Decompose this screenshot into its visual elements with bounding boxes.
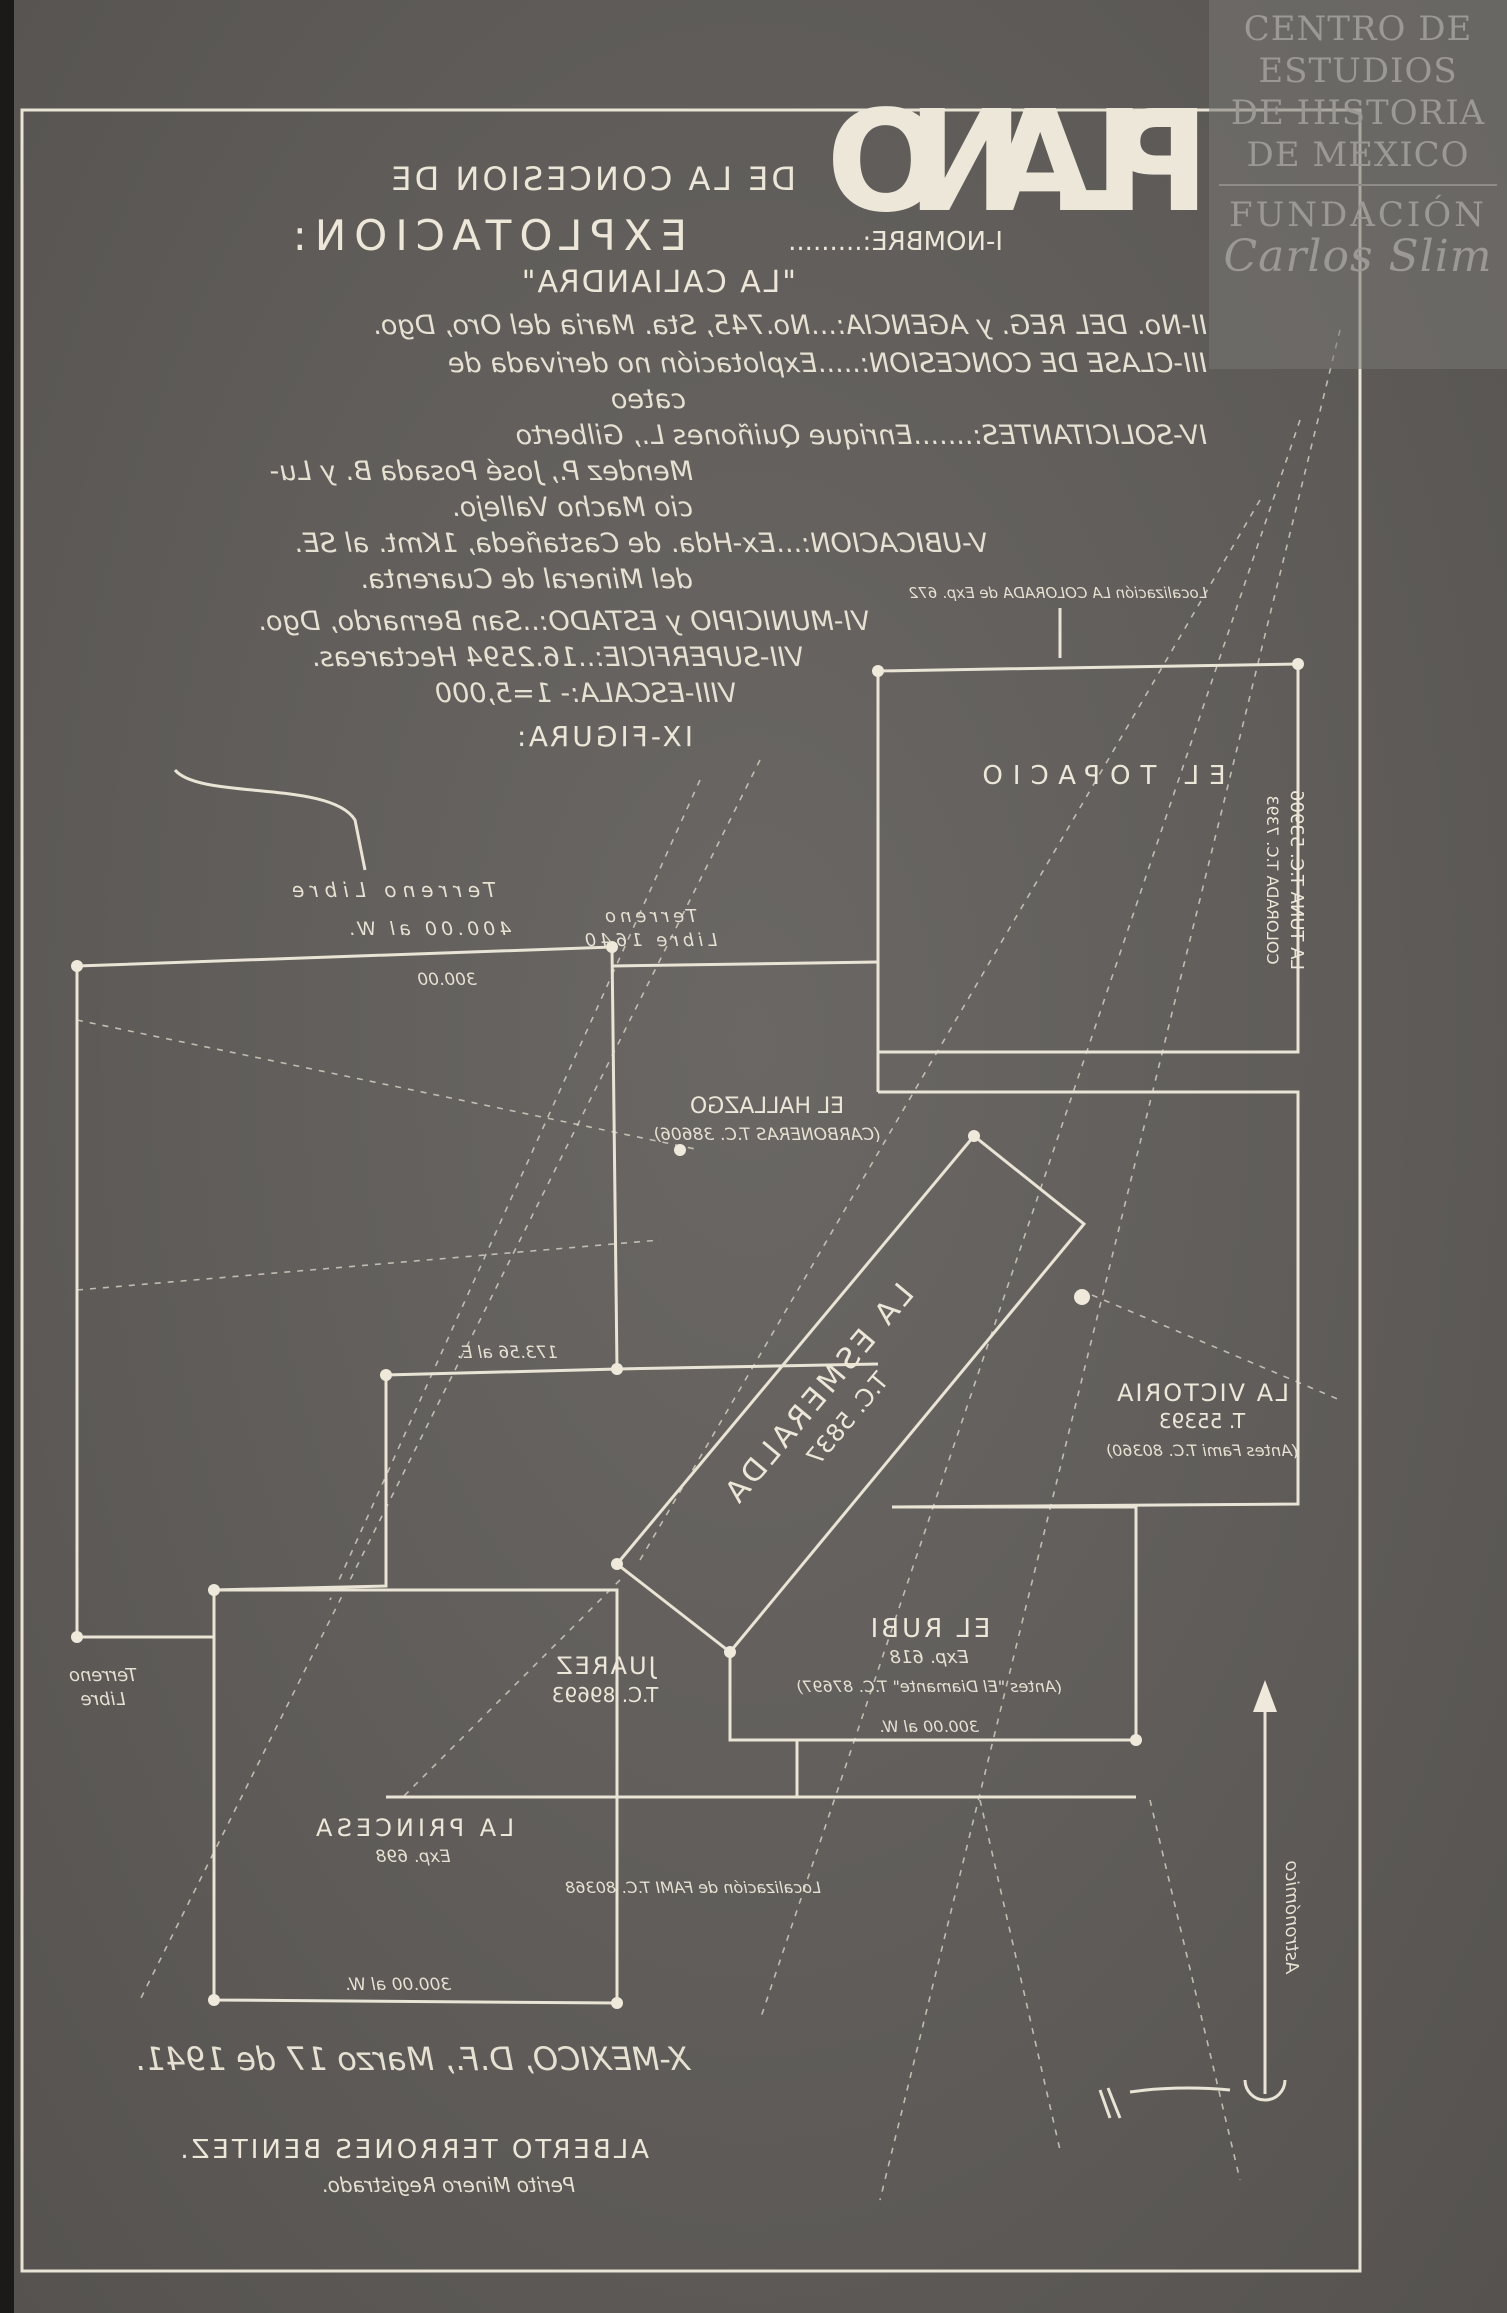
parcel-sub2-victoria: (Antes Fami T.C. 80360) [1106,1441,1298,1460]
corner-point [611,1558,623,1570]
terreno-libre-label: Terreno [69,1665,137,1686]
item-registro: II-No. DEL REG. y AGENCIA:...No.745, Sta… [372,310,1207,341]
terreno-libre-label: Terreno [601,906,697,927]
watermark-signature: Carlos Slim [1223,231,1493,282]
surveyor-name: ALBERTO TERRONES BENITEZ. [177,2135,649,2165]
parcel-sub-rubi: Exp. 618 [889,1647,968,1668]
dimension-label: 300.00 [417,970,476,990]
watermark-line: DE MEXICO [1246,135,1470,175]
item-nombre-value: "LA CALIANDRA" [520,265,796,300]
watermark-line: DE HISTORIA [1230,93,1486,133]
parcel-sub2-rubi: (Antes "El Diamante" T.C. 87697) [796,1677,1062,1696]
parcel-label-topacio: EL TOPACIO [972,761,1225,791]
survey-line [1149,1799,1241,2181]
north-label: Astronómico [1281,1860,1302,1974]
item-nombre: I-NOMBRE:......... [788,227,1003,257]
item-clase-cont: cateo [611,384,686,415]
parcel-la-caliandra [75,945,619,1639]
parcel-label-colorada: COLORADA T.C. 7393 [1263,795,1282,964]
corner-points [71,658,1304,2009]
survey-line [879,329,1341,2201]
localizacion-colorada-label: Localización LA COLORADA de Exp. 672 [909,584,1207,602]
survey-line [76,1239,661,1291]
corner-point [208,1584,220,1596]
corner-point [380,1369,392,1381]
parcel-el-topacio [876,662,1300,1054]
parcel-boundaries [75,662,1300,2005]
corner-point [71,1631,83,1643]
mirrored-lettering: PLANO DE LA CONCESION DE EXPLOTACION: I-… [69,81,1307,2197]
terreno-libre-label: Libre [81,1689,126,1710]
item-ubicacion: V-UBICACION:...Ex-Hda. de Castañeda, 1Km… [294,528,988,559]
survey-line [759,419,1301,2021]
item-solicitantes-cont: Mendez P., José Posada B. y Lu- [270,456,693,487]
boundary-line [611,960,879,968]
dimension-label: 400.00 al W. [345,918,512,940]
parcel-label-hallazgo: EL HALLAZGO [690,1094,844,1119]
parcel-sub-juarez: T.C. 89693 [552,1683,660,1707]
localizacion-fami-label: Localización de FAMI T.C. 80368 [565,1878,821,1897]
watermark-line: CENTRO DE [1243,9,1473,49]
watermark-line: FUNDACIÓN [1229,195,1487,235]
north-arrow [1243,1680,1287,2102]
item-ubicacion-cont: del Mineral de Cuarenta. [360,564,693,595]
dimension-label: 173.56 al E. [456,1343,558,1363]
plan-subtitle: DE LA CONCESION DE [388,160,796,198]
corner-point [1130,1734,1142,1746]
parcel-label-juarez: JUAREZ [554,1652,657,1680]
parcel-la-esmeralda [614,1133,1087,1655]
dimension-label: 300.00 al W. [879,1717,979,1736]
plan-title: PLANO [826,81,1210,244]
paper-edge [0,0,14,2313]
pointer-arrow [173,768,367,871]
survey-line [639,499,1261,1561]
corner-point [71,960,83,972]
item-superficie: VII-SUPERFICIE:..16.2594 Hectareas. [311,642,804,673]
parcel-label-victoria: LA VICTORIA [1115,1379,1289,1407]
corner-point [724,1646,736,1658]
item-solicitantes-cont-2: cio Macho Vallejo. [451,492,693,523]
parcel-sub-hallazgo: (CARBONERAS T.C. 38606) [653,1125,880,1145]
terreno-libre-label: Libre 1640 [581,930,717,951]
item-solicitantes: IV-SOLICITANTES:.......Enrique Quiñones … [516,420,1207,451]
place-date: X-MEXICO, D.F., Marzo 17 de 1941. [135,2040,693,2078]
boundary-line [616,1362,879,1371]
item-clase: III-CLASE DE CONCESION:.....Explotación … [448,348,1207,379]
watermark-line: ESTUDIOS [1258,51,1458,91]
parcel-sub-victoria: T. 55393 [1159,1409,1246,1433]
sheet-border [20,108,1362,2273]
corner-point [208,1994,220,2006]
survey-line [139,759,761,2001]
corner-point [1292,658,1304,670]
plan-subtitle-2: EXPLOTACION: [285,211,687,260]
watermark-divider [1219,184,1497,186]
parcel-label-rubi: EL RUBI [868,1614,991,1644]
parcel-label-tuna: LA TUNA T.C. 53906 [1286,790,1307,970]
item-municipio: VI-MUNICIPIO y ESTADO:..San Bernardo, Dg… [257,606,870,637]
archive-watermark: CENTRO DE ESTUDIOS DE HISTORIA DE MEXICO… [1209,0,1507,369]
parcel-label-esmeralda: LA ESMERALDA [716,1277,922,1513]
item-escala: VIII-ESCALA:- 1=5,000 [435,678,737,709]
parcel-label-princesa: LA PRINCESA [312,1814,514,1842]
surveyor-title: Perito Minero Registrado. [321,2173,575,2197]
dimension-label: 300.00 al W. [345,1975,451,1995]
item-figura: IX-FIGURA: [514,720,693,753]
corner-point [611,1363,623,1375]
corner-point [872,665,884,677]
corner-point [968,1130,980,1142]
corner-point [674,1144,686,1156]
surveyor-signature [1098,2086,1231,2119]
survey-line [979,1799,1061,2151]
corner-point [611,1997,623,2009]
parcel-sub-princesa: Exp. 698 [375,1847,450,1867]
corner-point [1074,1289,1090,1305]
survey-line [76,1019,701,1151]
terreno-libre-label: Terreno Libre [286,878,496,902]
corner-point [606,941,618,953]
